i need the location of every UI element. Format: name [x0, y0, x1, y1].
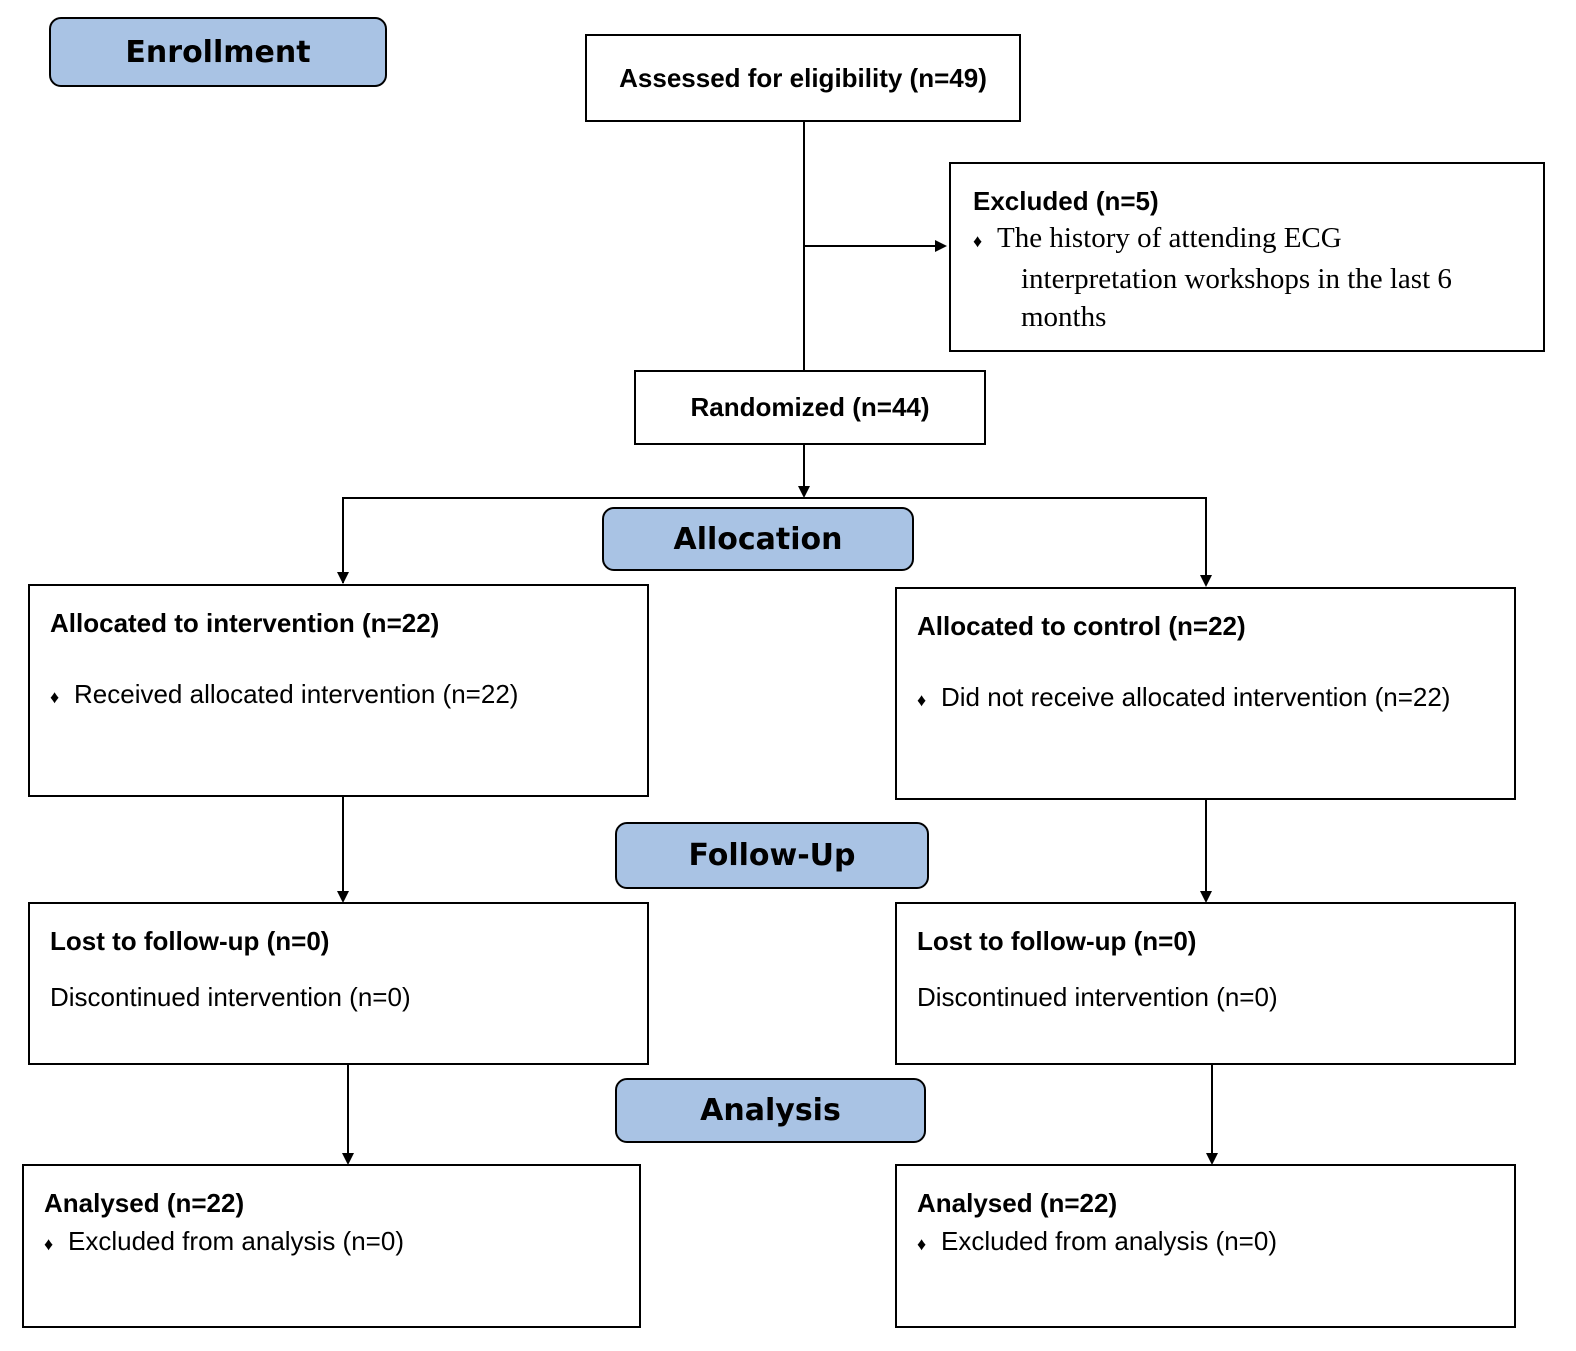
- control-allocated-box: Allocated to control (n=22) ♦ Did not rec…: [895, 587, 1516, 800]
- excluded-reason-line2: interpretation workshops in the last 6: [1021, 263, 1452, 295]
- intervention-analysis-item: ♦ Excluded from analysis (n=0): [44, 1226, 404, 1257]
- bullet-icon: ♦: [917, 690, 927, 710]
- stage-follow-up-label: Follow-Up: [688, 838, 856, 873]
- control-followup-item: Discontinued intervention (n=0): [917, 982, 1278, 1012]
- stage-analysis-label: Analysis: [700, 1093, 841, 1128]
- randomized-box: Randomized (n=44): [634, 370, 986, 445]
- intervention-analysis-item-text: Excluded from analysis (n=0): [68, 1226, 404, 1256]
- control-followup-title: Lost to follow-up (n=0): [917, 926, 1197, 956]
- connector-split-horizontal: [342, 497, 1207, 583]
- assessed-box: Assessed for eligibility (n=49): [585, 34, 1021, 122]
- stage-enrollment: Enrollment: [49, 17, 387, 87]
- intervention-analysis-box: Analysed (n=22) ♦ Excluded from analysis …: [22, 1164, 641, 1328]
- control-allocated-title: Allocated to control (n=22): [917, 611, 1246, 641]
- stage-follow-up: Follow-Up: [615, 822, 929, 889]
- bullet-icon: ♦: [50, 687, 60, 707]
- intervention-allocated-title: Allocated to intervention (n=22): [50, 608, 440, 638]
- stage-allocation: Allocation: [602, 507, 914, 571]
- bullet-icon: ♦: [44, 1234, 54, 1254]
- intervention-allocated-box: Allocated to intervention (n=22) ♦ Receiv…: [28, 584, 649, 797]
- intervention-allocated-item: ♦ Received allocated intervention (n=22): [50, 679, 518, 710]
- bullet-icon: ♦: [973, 231, 983, 251]
- excluded-box: Excluded (n=5) ♦ The history of attending…: [949, 162, 1545, 352]
- intervention-followup-title: Lost to follow-up (n=0): [50, 926, 330, 956]
- intervention-allocated-item-text: Received allocated intervention (n=22): [74, 679, 519, 709]
- intervention-analysis-title: Analysed (n=22): [44, 1188, 245, 1218]
- control-allocated-item: ♦ Did not receive allocated intervention …: [917, 682, 1450, 713]
- bullet-icon: ♦: [917, 1234, 927, 1254]
- assessed-text: Assessed for eligibility (n=49): [619, 62, 987, 93]
- excluded-reason-line3: months: [1021, 301, 1107, 333]
- intervention-followup-box: Lost to follow-up (n=0) Discontinued int…: [28, 902, 649, 1065]
- control-analysis-box: Analysed (n=22) ♦ Excluded from analysis …: [895, 1164, 1516, 1328]
- control-followup-box: Lost to follow-up (n=0) Discontinued int…: [895, 902, 1516, 1065]
- stage-analysis: Analysis: [615, 1078, 926, 1143]
- excluded-reason-line1: The history of attending ECG: [997, 222, 1342, 254]
- control-analysis-item: ♦ Excluded from analysis (n=0): [917, 1226, 1277, 1257]
- randomized-text: Randomized (n=44): [690, 392, 930, 422]
- control-allocated-item-text: Did not receive allocated intervention (…: [941, 682, 1451, 712]
- intervention-followup-item: Discontinued intervention (n=0): [50, 982, 411, 1012]
- excluded-reason: ♦ The history of attending ECG interpreta…: [973, 219, 1452, 336]
- excluded-title: Excluded (n=5): [973, 186, 1159, 216]
- stage-enrollment-label: Enrollment: [125, 34, 311, 70]
- control-analysis-item-text: Excluded from analysis (n=0): [941, 1226, 1277, 1256]
- stage-allocation-label: Allocation: [673, 521, 843, 557]
- control-analysis-title: Analysed (n=22): [917, 1188, 1118, 1218]
